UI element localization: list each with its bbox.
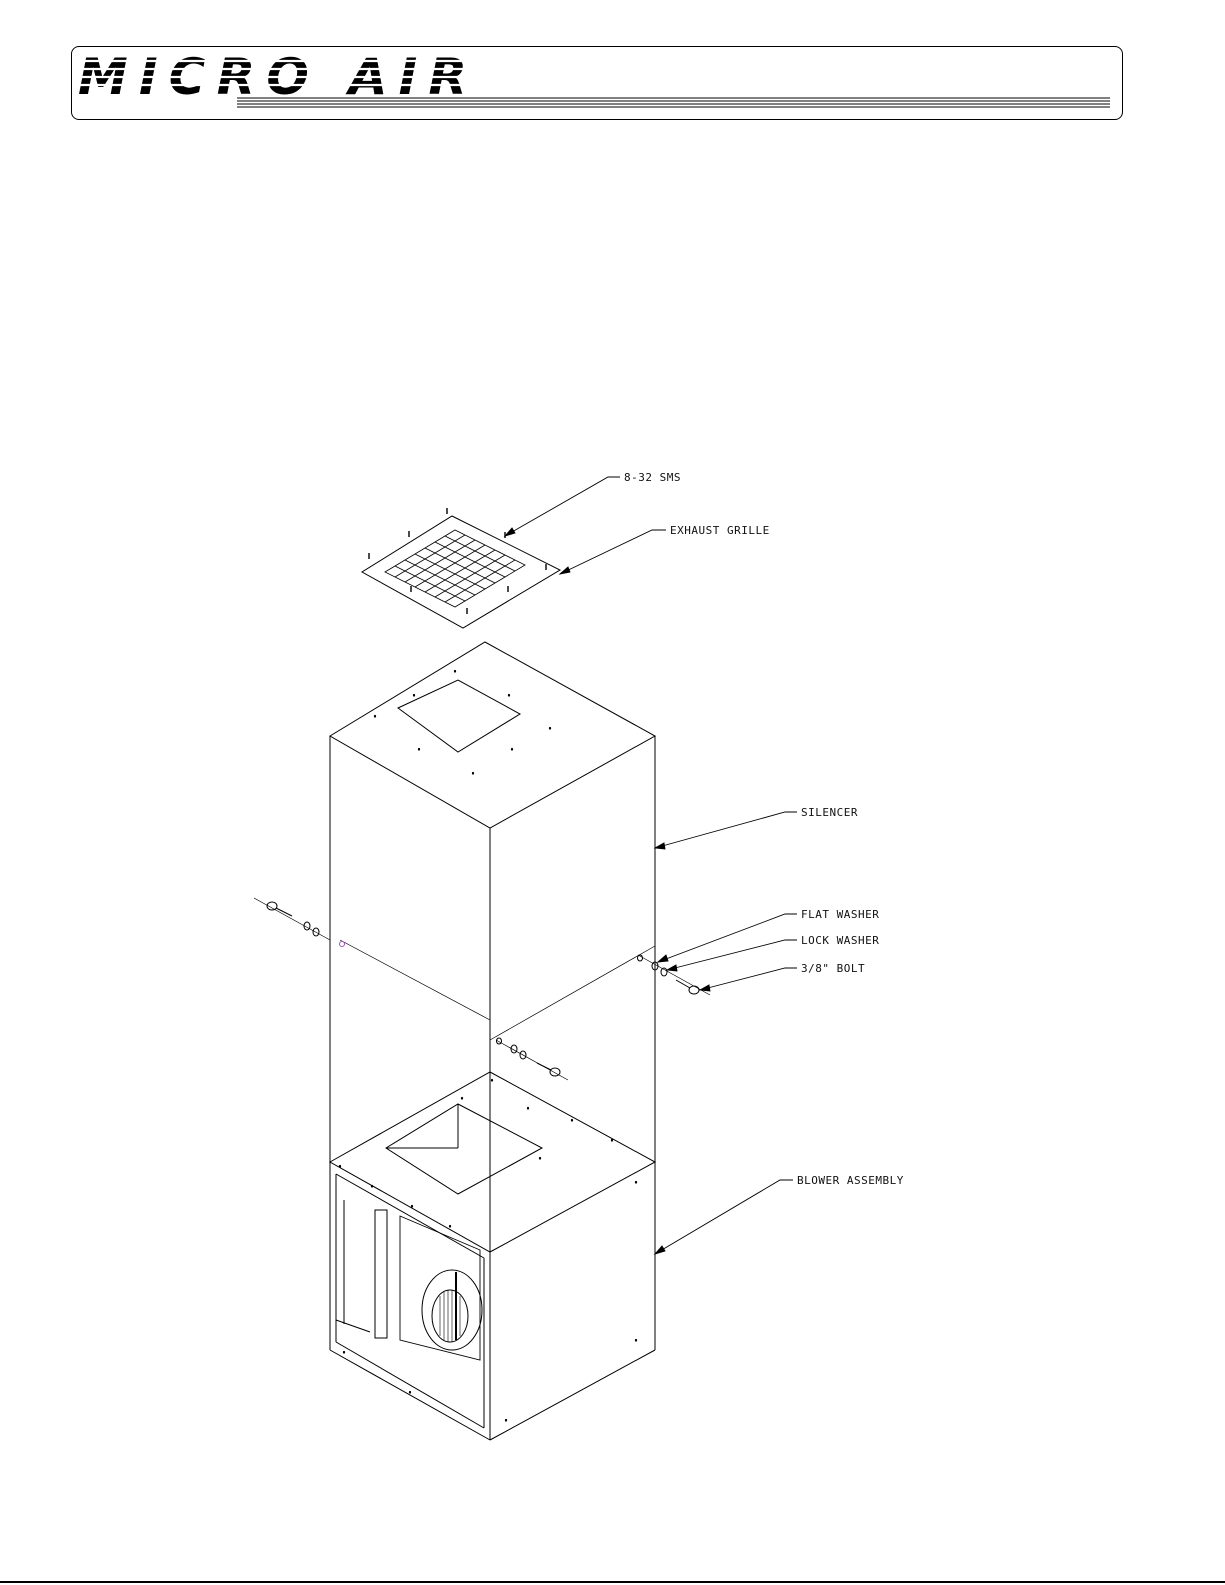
arrowhead-bolt [700, 985, 710, 991]
silencer [330, 642, 655, 1252]
callout-exhaust-grille: EXHAUST GRILLE [670, 524, 770, 537]
arrowhead-silencer [655, 843, 665, 849]
grille-screws [369, 508, 546, 614]
footer-rule [0, 1581, 1225, 1583]
exhaust-grille [362, 508, 560, 628]
arrowhead-grille [560, 567, 570, 574]
arrowhead-lock-washer [667, 965, 677, 971]
arrowhead-sms [505, 528, 515, 536]
callout-labels: 8-32 SMS EXHAUST GRILLE SILENCER FLAT WA… [624, 471, 904, 1187]
center-bolt-stack [496, 1038, 568, 1080]
right-bolt-stack [638, 955, 711, 995]
arrowhead-flat-washer [658, 955, 668, 962]
silencer-top-opening [398, 680, 520, 752]
leader-lines [505, 477, 797, 1254]
callout-blower-assembly: BLOWER ASSEMBLY [797, 1174, 904, 1187]
callout-flat-washer: FLAT WASHER [801, 908, 879, 921]
blower-assembly [330, 1072, 655, 1440]
blower-open-side [336, 1174, 484, 1428]
silencer-dots [375, 671, 550, 774]
callout-bolt: 3/8" BOLT [801, 962, 865, 975]
callout-silencer: SILENCER [801, 806, 858, 819]
callout-sms: 8-32 SMS [624, 471, 681, 484]
arrowhead-blower [655, 1246, 665, 1254]
silencer-hidden-edges [340, 940, 655, 1040]
left-bolt-stack [254, 898, 345, 947]
callout-lock-washer: LOCK WASHER [801, 934, 879, 947]
